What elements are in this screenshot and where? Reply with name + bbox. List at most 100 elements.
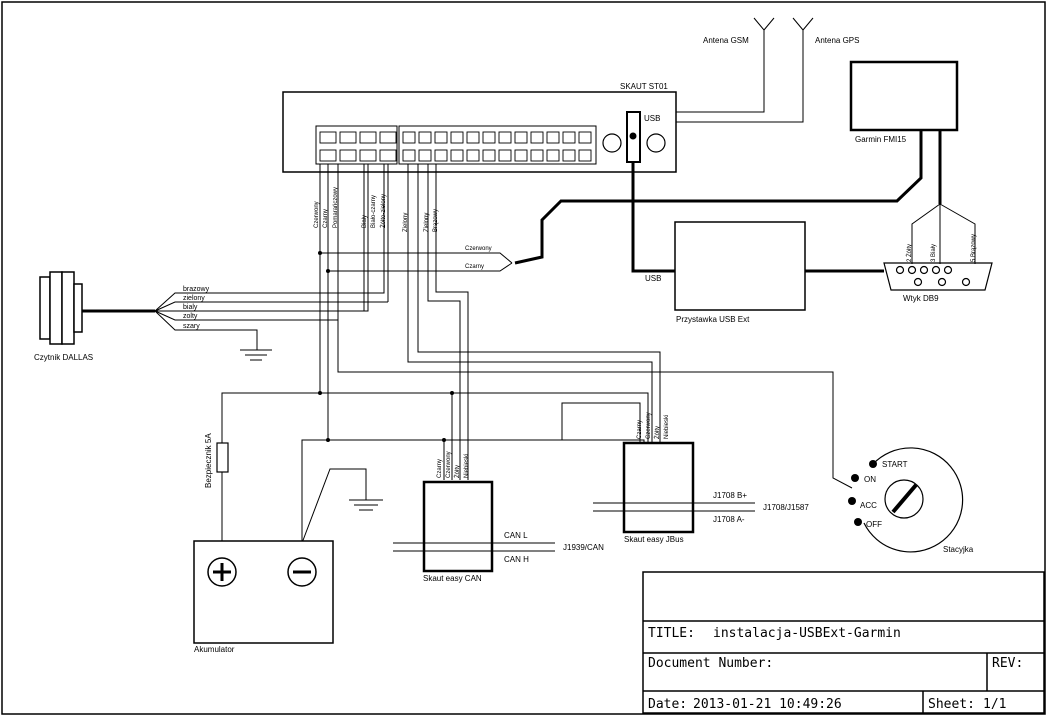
db9-pin-5: 5 Brązowy — [971, 234, 977, 262]
ignition-start: START — [882, 460, 908, 469]
connector-2-pin — [482, 131, 496, 144]
antenna-gps-label: Antena GPS — [815, 36, 859, 45]
db9-connector: Wtyk DB9 2 Żółty 3 Biały 5 Brązowy — [883, 234, 993, 303]
skaut-wire-czerwony: Czerwony — [314, 201, 320, 228]
connector-1-pin — [379, 131, 397, 144]
connector-2-pin — [498, 149, 512, 162]
connector-2-pin — [434, 131, 448, 144]
db9-pin-3: 3 Biały — [931, 244, 937, 262]
dallas-wire-5: szary — [183, 323, 200, 330]
date-value: 2013-01-21 10:49:26 — [693, 697, 842, 712]
connector-2-pin — [530, 149, 544, 162]
ground-symbol-battery — [349, 497, 383, 511]
skaut-easy-can: Skaut easy CAN Czarny Czerwony Żółty Nie… — [393, 451, 604, 583]
skaut-usb-label: USB — [644, 114, 660, 123]
skaut-wire-zielony-1: Zielony — [403, 213, 409, 232]
sheet-value: 1/1 — [983, 697, 1006, 712]
usb-ext: Przystawka USB Ext USB — [645, 221, 806, 324]
connector-2-pin — [434, 149, 448, 162]
garmin-fmi15: Garmin FMI15 — [849, 60, 959, 144]
connector-1-pin — [359, 131, 377, 144]
dallas-wire-4: zolty — [183, 313, 198, 320]
connector-2-pin — [514, 131, 528, 144]
connector-2-pin — [418, 131, 432, 144]
connector-1-pin — [339, 149, 357, 162]
battery-label: Akumulator — [194, 645, 235, 654]
dallas-reader: Czytnik DALLAS — [34, 271, 93, 362]
db9-pin — [907, 265, 917, 275]
dallas-wire-1: brazowy — [183, 286, 210, 293]
ground-symbol-dallas — [240, 346, 272, 361]
ignition-label: Stacyjka — [943, 545, 974, 554]
fuse-5a: Bezpiecznik 5A — [204, 433, 229, 488]
connector-2-pin — [402, 149, 416, 162]
connector-2-pin — [514, 149, 528, 162]
db9-pin — [919, 265, 929, 275]
jbus-label: Skaut easy JBus — [624, 535, 684, 544]
connector-2-pin — [450, 149, 464, 162]
dallas-wire-2: zielony — [183, 295, 205, 302]
sheet-label: Sheet: — [928, 697, 975, 712]
can-l-label: CAN L — [504, 531, 528, 540]
jbus-a-label: J1708 A- — [713, 515, 745, 524]
skaut-socket-left — [602, 133, 622, 153]
connector-2-pin — [562, 149, 576, 162]
connector-2-pin — [498, 131, 512, 144]
can-h-label: CAN H — [504, 555, 529, 564]
dallas-wire-3: bialy — [183, 304, 198, 311]
jbus-wire-niebieski: Niebieski — [664, 415, 670, 439]
skaut-wire-zolto-zielony: Żółto-zielony — [380, 194, 387, 228]
document-number-label: Document Number: — [648, 656, 773, 671]
garmin-power-black: Czarny — [465, 264, 484, 270]
antenna-gps: Antena GPS — [676, 17, 859, 123]
fuse-label: Bezpiecznik 5A — [204, 433, 213, 488]
connector-2-pin — [546, 131, 560, 144]
can-wire-czerwony: Czerwony — [446, 451, 452, 478]
db9-pin — [943, 265, 953, 275]
connector-1-pin — [379, 149, 397, 162]
connector-1-pin — [319, 149, 337, 162]
connector-2-pin — [546, 149, 560, 162]
jbus-wire-czarny: Czarny — [637, 420, 643, 439]
antenna-gsm-label: Antena GSM — [703, 36, 749, 45]
jbus-wire-czerwony: Czerwony — [646, 412, 652, 439]
skaut-wire-brazowy: Brązowy — [433, 209, 439, 232]
jbus-wire-zolty: Żółty — [654, 426, 661, 439]
ignition-switch: START ON ACC OFF Stacyjka — [848, 447, 974, 554]
skaut-wire-bialy: Biały — [362, 215, 368, 228]
can-bus-label: J1939/CAN — [563, 543, 604, 552]
garmin-power-red: Czerwony — [465, 246, 492, 252]
ignition-acc: ACC — [860, 501, 877, 510]
skaut-title: SKAUT ST01 — [620, 82, 668, 91]
db9-pin-2: 2 Żółty — [906, 244, 913, 262]
skaut-connector-2 — [398, 125, 597, 165]
connector-2-pin — [562, 131, 576, 144]
skaut-st01: SKAUT ST01 USB — [282, 82, 677, 173]
title-block: TITLE: instalacja-USBExt-Garmin Document… — [642, 571, 1045, 714]
connector-2-pin — [482, 149, 496, 162]
can-wire-czarny: Czarny — [437, 459, 443, 478]
connector-2-pin — [530, 131, 544, 144]
db9-pin — [961, 277, 971, 287]
ignition-off: OFF — [866, 520, 882, 529]
jbus-b-label: J1708 B+ — [713, 491, 747, 500]
connector-1-pin — [319, 131, 337, 144]
can-wire-zolty: Żółty — [454, 465, 461, 478]
date-label: Date: — [648, 697, 687, 712]
can-wire-niebieski: Niebieski — [464, 454, 470, 478]
connector-2-pin — [450, 131, 464, 144]
usbext-usb-label: USB — [645, 274, 661, 283]
usbext-label: Przystawka USB Ext — [676, 315, 750, 324]
connector-2-pin — [578, 131, 592, 144]
db9-pin — [931, 265, 941, 275]
connector-1-pin — [339, 131, 357, 144]
skaut-wire-bialo-czarny: Biało-czarny — [371, 195, 377, 228]
connector-2-pin — [578, 149, 592, 162]
connector-2-pin — [418, 149, 432, 162]
battery: Akumulator — [193, 540, 334, 654]
title-value: instalacja-USBExt-Garmin — [713, 626, 901, 641]
db9-pin — [913, 277, 923, 287]
jbus-bus-label: J1708/J1587 — [763, 503, 809, 512]
connector-2-pin — [402, 131, 416, 144]
title-label: TITLE: — [648, 626, 695, 641]
